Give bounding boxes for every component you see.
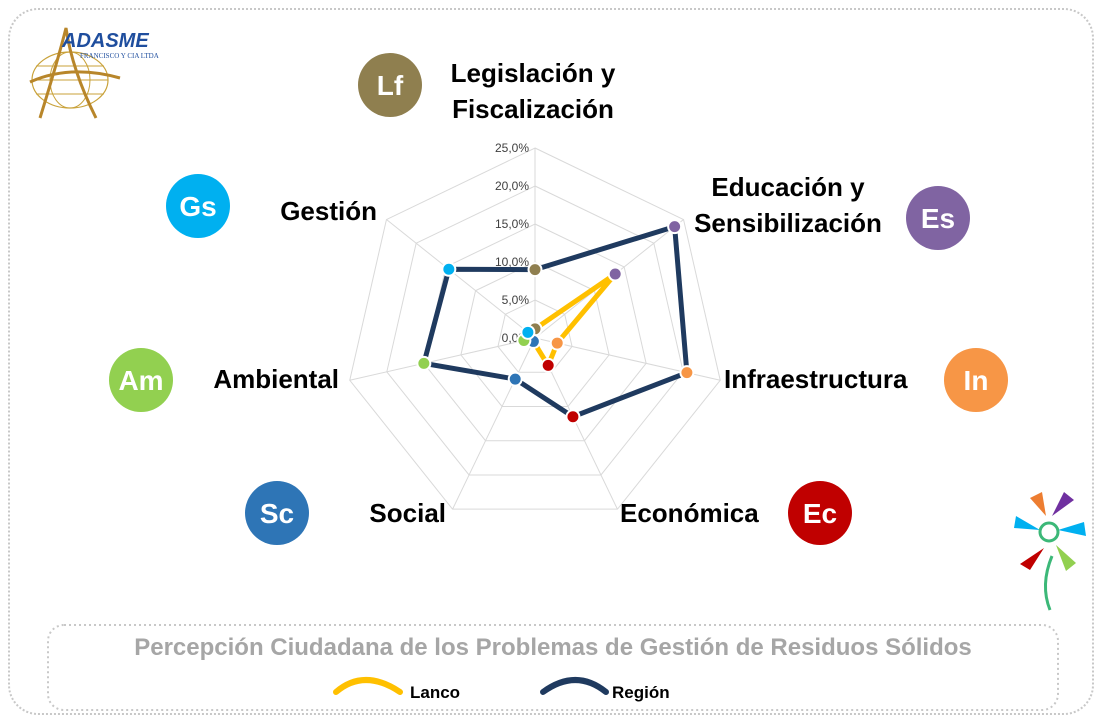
data-point bbox=[520, 324, 536, 340]
category-label: Legislación y bbox=[451, 58, 616, 88]
grid-ring bbox=[497, 299, 573, 373]
data-point bbox=[507, 371, 523, 387]
category-label: Sensibilización bbox=[694, 208, 882, 238]
legend-swatch-region bbox=[540, 677, 609, 695]
category-badge-label: Lf bbox=[377, 70, 404, 101]
grid-ring bbox=[349, 147, 721, 510]
category-label: Social bbox=[369, 498, 446, 528]
logo-subtitle: FRANCISCO Y CIA LTDA bbox=[80, 52, 159, 60]
category-badge bbox=[245, 481, 309, 545]
axis-tick-label: 20,0% bbox=[495, 179, 529, 193]
category-badge bbox=[109, 348, 173, 412]
category-label: Educación y bbox=[711, 172, 865, 202]
flower-icon bbox=[1014, 492, 1086, 611]
series-line-región bbox=[420, 223, 690, 420]
data-point bbox=[416, 355, 432, 371]
grid-spoke bbox=[386, 219, 536, 339]
category-badge bbox=[906, 186, 970, 250]
data-point bbox=[441, 261, 457, 277]
data-point bbox=[549, 335, 565, 351]
data-point bbox=[527, 262, 543, 278]
series-layer bbox=[416, 219, 695, 425]
logo-brand: ADASME bbox=[61, 30, 149, 52]
grid-ring bbox=[386, 185, 684, 476]
grid-ring bbox=[460, 261, 610, 407]
axis-tick-label: 5,0% bbox=[502, 293, 530, 307]
category-badge-label: In bbox=[964, 365, 989, 396]
category-badge-label: Am bbox=[118, 365, 163, 396]
category-label: Gestión bbox=[280, 196, 377, 226]
grid-ring bbox=[423, 223, 647, 442]
legend: Lanco Región bbox=[333, 677, 670, 702]
radial-axis-ticks: 0,0%5,0%10,0%15,0%20,0%25,0% bbox=[495, 141, 529, 345]
category-label: Infraestructura bbox=[724, 364, 908, 394]
category-badge-label: Sc bbox=[260, 498, 294, 529]
category-label: Ambiental bbox=[213, 364, 339, 394]
category-badge bbox=[358, 53, 422, 117]
globe-logo-icon bbox=[29, 27, 121, 119]
axis-tick-label: 10,0% bbox=[495, 255, 529, 269]
chart-title: Percepción Ciudadana de los Problemas de… bbox=[134, 634, 972, 661]
category-badge-label: Es bbox=[921, 203, 955, 234]
data-point bbox=[540, 357, 556, 373]
category-badge-label: Gs bbox=[179, 191, 216, 222]
legend-box bbox=[47, 624, 1059, 711]
grid-spoke bbox=[349, 337, 536, 381]
axis-tick-label: 25,0% bbox=[495, 141, 529, 155]
category-badge-label: Ec bbox=[803, 498, 837, 529]
category-label: Económica bbox=[620, 498, 759, 528]
outer-frame bbox=[8, 8, 1094, 715]
legend-swatch-lanco bbox=[333, 677, 403, 695]
data-point bbox=[679, 365, 695, 381]
radar-grid bbox=[349, 147, 721, 510]
category-label: Fiscalización bbox=[452, 94, 614, 124]
data-point bbox=[607, 266, 623, 282]
data-point bbox=[565, 409, 581, 425]
axis-tick-label: 15,0% bbox=[495, 217, 529, 231]
category-badge bbox=[944, 348, 1008, 412]
grid-spoke bbox=[452, 337, 536, 510]
legend-label-region: Región bbox=[612, 683, 670, 702]
category-badge bbox=[166, 174, 230, 238]
category-badge bbox=[788, 481, 852, 545]
legend-label-lanco: Lanco bbox=[410, 683, 460, 702]
data-point bbox=[667, 219, 683, 235]
adasme-logo: ADASME FRANCISCO Y CIA LTDA bbox=[29, 27, 159, 119]
